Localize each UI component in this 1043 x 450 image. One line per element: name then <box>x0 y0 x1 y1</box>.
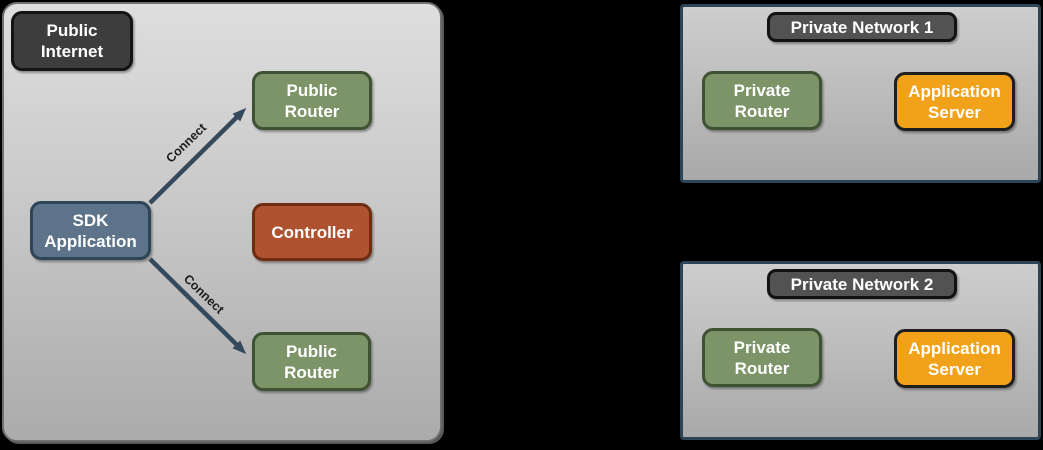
private-network-1-title-node: Private Network 1 <box>767 12 957 42</box>
public-router-top-node: Public Router <box>252 71 372 130</box>
connect-label-top: Connect <box>163 120 209 165</box>
public-internet-label-node: Public Internet <box>11 11 133 71</box>
private-router-2-node: Private Router <box>702 328 822 387</box>
private-network-2-title: Private Network 2 <box>790 274 934 294</box>
application-server-1-label: Application Server <box>908 81 1001 122</box>
sdk-application-label: SDK Application <box>44 210 137 251</box>
public-router-bottom-label: Public Router <box>284 341 339 382</box>
public-router-bottom-node: Public Router <box>252 332 371 391</box>
private-router-1-node: Private Router <box>702 71 822 130</box>
application-server-2-label: Application Server <box>908 338 1001 379</box>
private-network-2-title-node: Private Network 2 <box>767 269 957 299</box>
sdk-application-node: SDK Application <box>30 201 151 260</box>
application-server-2-node: Application Server <box>894 329 1015 388</box>
controller-label: Controller <box>271 222 353 242</box>
private-router-1-label: Private Router <box>733 80 791 121</box>
public-internet-zone: Connect Connect Public Internet Public R… <box>2 2 442 442</box>
controller-node: Controller <box>252 203 372 261</box>
private-network-1-title: Private Network 1 <box>790 17 934 37</box>
private-network-1-container: Private Network 1 Private Router Applica… <box>680 4 1041 183</box>
public-router-top-label: Public Router <box>284 80 340 121</box>
connect-label-bottom: Connect <box>181 272 227 317</box>
connect-arrow-bottom <box>148 257 247 355</box>
private-router-2-label: Private Router <box>733 337 791 378</box>
public-internet-label: Public Internet <box>40 21 104 61</box>
application-server-1-node: Application Server <box>894 72 1015 131</box>
connect-arrow-top <box>148 107 247 205</box>
private-network-2-container: Private Network 2 Private Router Applica… <box>680 261 1041 440</box>
